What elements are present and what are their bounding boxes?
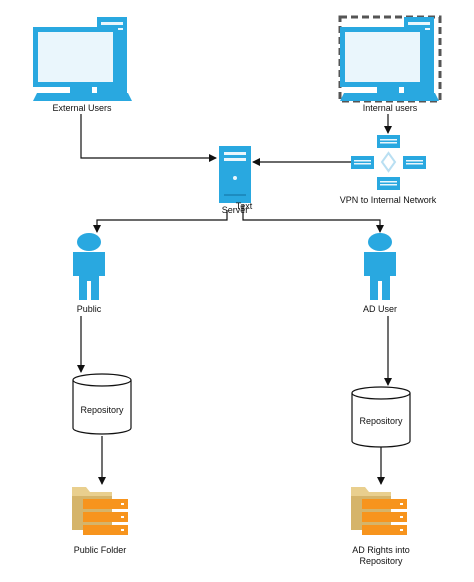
- edge-external-to-server: [80, 114, 217, 162]
- connectors: [77, 114, 392, 485]
- internal-users-label: Internal users: [362, 103, 418, 113]
- repository-label: Repository: [80, 405, 124, 415]
- network-hub-icon: [351, 135, 426, 190]
- database-cylinder-icon: [351, 386, 411, 448]
- database-cylinder-icon: [72, 373, 132, 435]
- ad-rights-label: AD Rights into Repository: [352, 545, 410, 566]
- desktop-computer-icon: [33, 17, 132, 101]
- public-folder-label: Public Folder: [73, 545, 127, 555]
- public-label: Public: [76, 304, 102, 314]
- desktop-computer-icon: [340, 17, 439, 101]
- server-tower-icon: [219, 146, 251, 203]
- edge-server-to-ad-user: [242, 205, 384, 233]
- user-icon: [73, 233, 105, 300]
- server-label: Server: [221, 205, 249, 215]
- folder-server-icon: [351, 487, 407, 535]
- vpn-label: VPN to Internal Network: [339, 195, 437, 205]
- ad-user-label: AD User: [362, 304, 397, 314]
- repository-label: Repository: [359, 416, 403, 426]
- edge-server-to-public: [93, 210, 228, 233]
- server-overlay-text: Text: [235, 201, 253, 211]
- external-users-label: External Users: [52, 103, 112, 113]
- user-icon: [364, 233, 396, 300]
- folder-server-icon: [72, 487, 128, 535]
